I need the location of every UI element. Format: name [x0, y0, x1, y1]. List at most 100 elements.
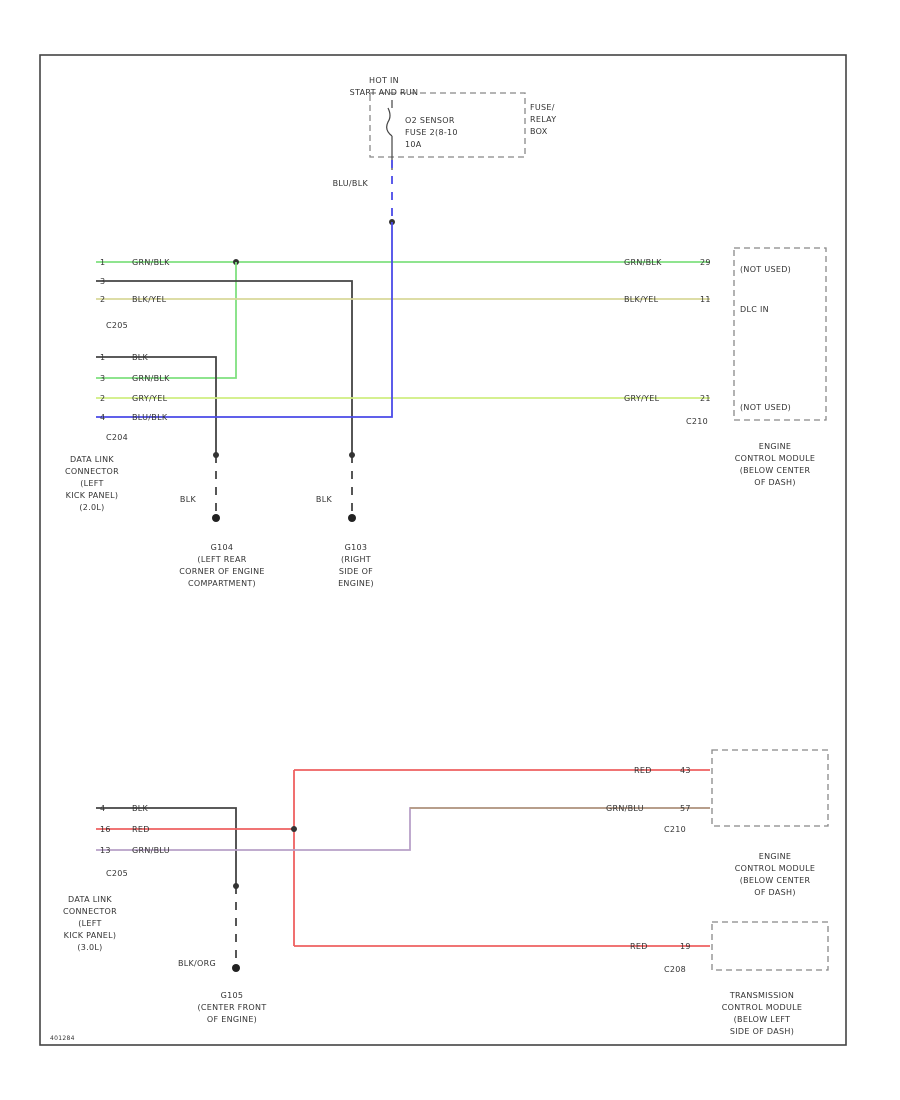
- c205-pin-1: 1: [100, 258, 105, 267]
- ecm-bottom-pin-43: 43: [680, 766, 691, 775]
- ecm-top-title: ENGINE CONTROL MODULE (BELOW CENTER OF D…: [735, 442, 816, 487]
- dlc2-pin-13: 13: [100, 846, 111, 855]
- diagram-frame: [39, 54, 847, 1046]
- fuse-name-label: O2 SENSOR: [405, 116, 455, 125]
- c205-pin-2: 2: [100, 295, 105, 304]
- ecm-top-pin-29: 29: [700, 258, 711, 267]
- ecm-top-pin-11: 11: [700, 295, 711, 304]
- c204-wire-label-4: BLU/BLK: [132, 413, 168, 422]
- ecm-top-title-4: OF DASH): [754, 478, 796, 487]
- dlc-bottom-pins: 4 16 13: [100, 804, 111, 855]
- start-run-label: START AND RUN: [350, 88, 419, 97]
- ecm-top-title-3: (BELOW CENTER: [740, 466, 811, 475]
- g103-wire-label: BLK: [316, 495, 333, 504]
- g103-label: G103 (RIGHT SIDE OF ENGINE): [338, 543, 374, 588]
- ground-g103-symbol: [348, 514, 356, 522]
- g104-line-4: COMPARTMENT): [188, 579, 256, 588]
- figure-code: 401284: [50, 1035, 75, 1042]
- c205-pin-3: 3: [100, 277, 105, 286]
- c205-wire-label-1: GRN/BLK: [132, 258, 170, 267]
- c204-pin-3: 3: [100, 374, 105, 383]
- ecm-bottom-wire-2: GRN/BLU: [606, 804, 644, 813]
- c205-wire-label-3: BLK/YEL: [132, 295, 167, 304]
- dlc-top-line-4: KICK PANEL): [66, 491, 119, 500]
- wire-blk-dlc-bottom: [96, 807, 237, 886]
- c208-connector-label: C208: [664, 965, 686, 974]
- c204-pin-1: 1: [100, 353, 105, 362]
- c210-bottom-connector-label: C210: [664, 825, 686, 834]
- dlc-bottom-line-4: KICK PANEL): [64, 931, 117, 940]
- dlc-top-line-2: CONNECTOR: [65, 467, 119, 476]
- ecm-top-wire-2: BLK/YEL: [624, 295, 659, 304]
- ecm-top-wire-3: GRY/YEL: [624, 394, 660, 403]
- dlc-bottom-line-1: DATA LINK: [68, 895, 112, 904]
- relay-box-label-1: FUSE/: [530, 103, 555, 112]
- blu-blk-feed-label: BLU/BLK: [333, 179, 369, 188]
- tcm-wire-label: RED: [630, 942, 648, 951]
- dlc2-wire-label-2: RED: [132, 825, 150, 834]
- wire-grn-blk-jumper: [96, 262, 237, 379]
- ecm-top-title-2: CONTROL MODULE: [735, 454, 816, 463]
- g103-line-2: (RIGHT: [341, 555, 371, 564]
- ecm-top-wire-1: GRN/BLK: [624, 258, 662, 267]
- g104-line-3: CORNER OF ENGINE: [179, 567, 264, 576]
- ecm-bottom-title-4: OF DASH): [754, 888, 796, 897]
- c204-wire-label-3: GRY/YEL: [132, 394, 168, 403]
- splice-red: [291, 826, 297, 832]
- tcm-title-3: (BELOW LEFT: [734, 1015, 791, 1024]
- c205-bottom-connector-label: C205: [106, 869, 128, 878]
- wire-blk-c204-ground: [96, 356, 217, 455]
- fuse-number-label: FUSE 2(8-10: [405, 128, 458, 137]
- dlc2-wire-label-3: GRN/BLU: [132, 846, 170, 855]
- dlc-top-line-5: (2.0L): [79, 503, 104, 512]
- c205-connector-label: C205: [106, 321, 128, 330]
- c204-pin-2: 2: [100, 394, 105, 403]
- ecm-bottom-title-3: (BELOW CENTER: [740, 876, 811, 885]
- ecm-top-pin2-label: DLC IN: [740, 305, 769, 314]
- ecm-bottom-pin-57: 57: [680, 804, 691, 813]
- dlc-top-line-1: DATA LINK: [70, 455, 114, 464]
- ecm-bottom-outline: [711, 749, 829, 827]
- wire-blu-blk: [96, 222, 393, 418]
- ecm-top-pin-21: 21: [700, 394, 711, 403]
- ecm-top-pin3-label: (NOT USED): [740, 403, 791, 412]
- g104-line-2: (LEFT REAR: [197, 555, 246, 564]
- ecm-top-outline: [733, 247, 827, 421]
- g105-line-2: (CENTER FRONT: [197, 1003, 266, 1012]
- node-g104-wire: [213, 452, 219, 458]
- c205-pins: 1 3 2: [100, 258, 105, 304]
- c204-pin-4: 4: [100, 413, 105, 422]
- node-g105-wire: [233, 883, 239, 889]
- g105-line-1: G105: [221, 991, 244, 1000]
- hot-in-label: HOT IN: [369, 76, 399, 85]
- relay-box-label-2: RELAY: [530, 115, 557, 124]
- dlc2-pin-16: 16: [100, 825, 111, 834]
- fuse-symbol: [386, 100, 393, 170]
- ecm-top-title-1: ENGINE: [759, 442, 791, 451]
- dlc-top-label: DATA LINK CONNECTOR (LEFT KICK PANEL) (2…: [65, 455, 119, 512]
- g104-wire-label: BLK: [180, 495, 197, 504]
- fuse-rating-label: 10A: [405, 140, 422, 149]
- ecm-bottom-wire-1: RED: [634, 766, 652, 775]
- dlc2-wire-label-1: BLK: [132, 804, 149, 813]
- tcm-title-1: TRANSMISSION: [729, 991, 794, 1000]
- dlc-bottom-line-3: (LEFT: [78, 919, 101, 928]
- g104-line-1: G104: [211, 543, 234, 552]
- g103-line-4: ENGINE): [338, 579, 374, 588]
- fuse-relay-box-outline: [369, 92, 526, 158]
- g105-wire-label: BLK/ORG: [178, 959, 216, 968]
- tcm-pin-19: 19: [680, 942, 691, 951]
- ecm-top-module: (NOT USED) DLC IN (NOT USED): [733, 247, 827, 421]
- ecm-bottom-title-1: ENGINE: [759, 852, 791, 861]
- c204-pins: 1 3 2 4: [100, 353, 105, 422]
- ecm-top-pin1-label: (NOT USED): [740, 265, 791, 274]
- tcm-outline: [711, 921, 829, 971]
- dlc-bottom-line-2: CONNECTOR: [63, 907, 117, 916]
- dlc-top-line-3: (LEFT: [80, 479, 103, 488]
- ground-g105-symbol: [232, 964, 240, 972]
- ground-g104-symbol: [212, 514, 220, 522]
- tcm-title: TRANSMISSION CONTROL MODULE (BELOW LEFT …: [722, 991, 802, 1036]
- c210-top-connector-label: C210: [686, 417, 708, 426]
- dlc2-pin-4: 4: [100, 804, 105, 813]
- c204-wire-label-1: BLK: [132, 353, 149, 362]
